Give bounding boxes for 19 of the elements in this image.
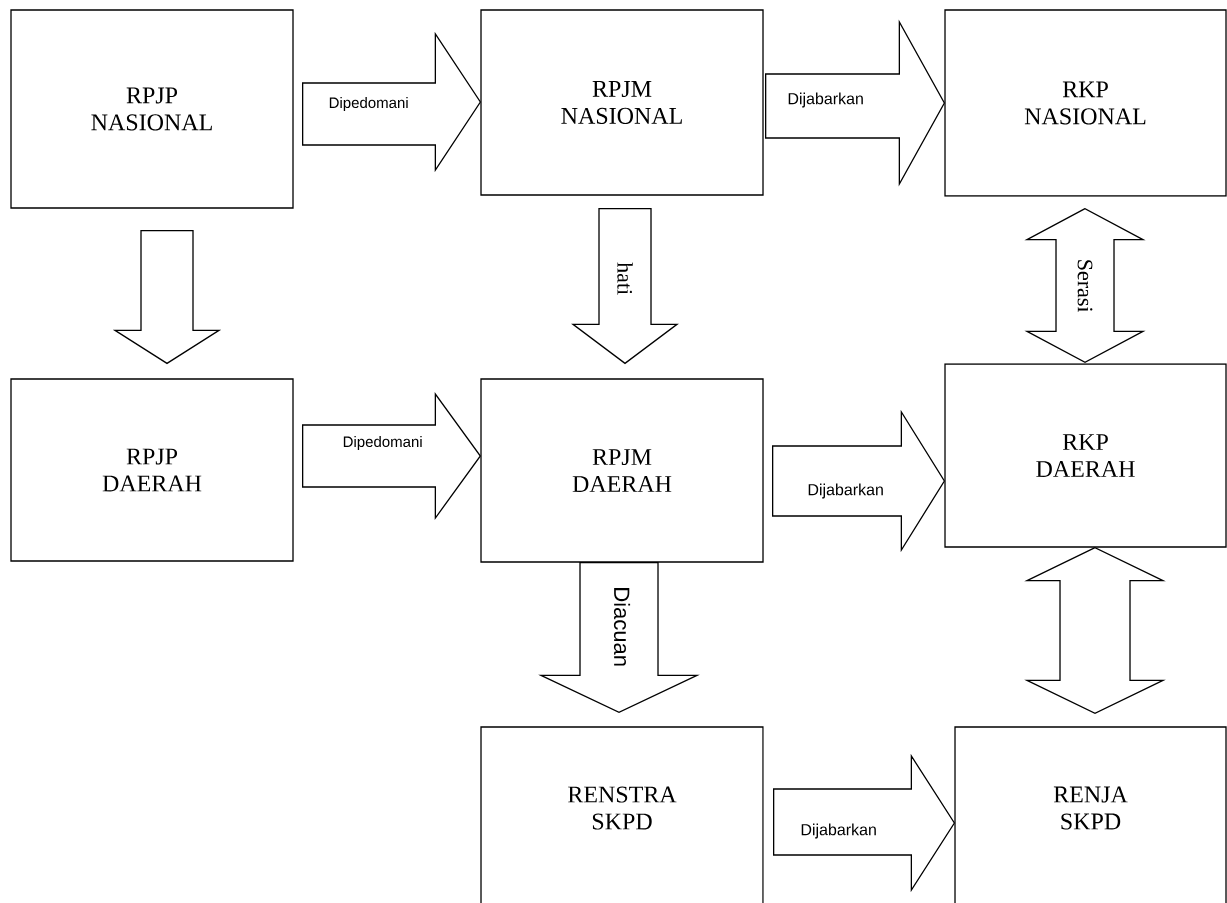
- process-box: RPJM DAERAH: [480, 378, 764, 563]
- block-arrow: [773, 753, 956, 893]
- process-box: RKP DAERAH: [944, 363, 1227, 548]
- edge-label: Dipedomani: [327, 96, 410, 112]
- block-arrow: [302, 31, 482, 173]
- process-box: RKP NASIONAL: [944, 9, 1227, 197]
- edge-label: Dipedomani: [341, 435, 424, 451]
- process-box: RPJP NASIONAL: [10, 9, 294, 209]
- block-arrow: [538, 562, 700, 714]
- block-arrow: [765, 19, 946, 187]
- process-box: RPJM NASIONAL: [480, 9, 764, 196]
- edge-label: hati: [616, 261, 634, 297]
- process-box: RENJA SKPD: [954, 726, 1227, 903]
- block-arrow: [571, 208, 679, 365]
- block-arrow: [772, 409, 946, 553]
- process-box: RPJP DAERAH: [10, 378, 294, 562]
- block-arrow: [112, 230, 222, 365]
- process-box: RENSTRA SKPD: [480, 726, 764, 903]
- block-arrow: [302, 392, 482, 520]
